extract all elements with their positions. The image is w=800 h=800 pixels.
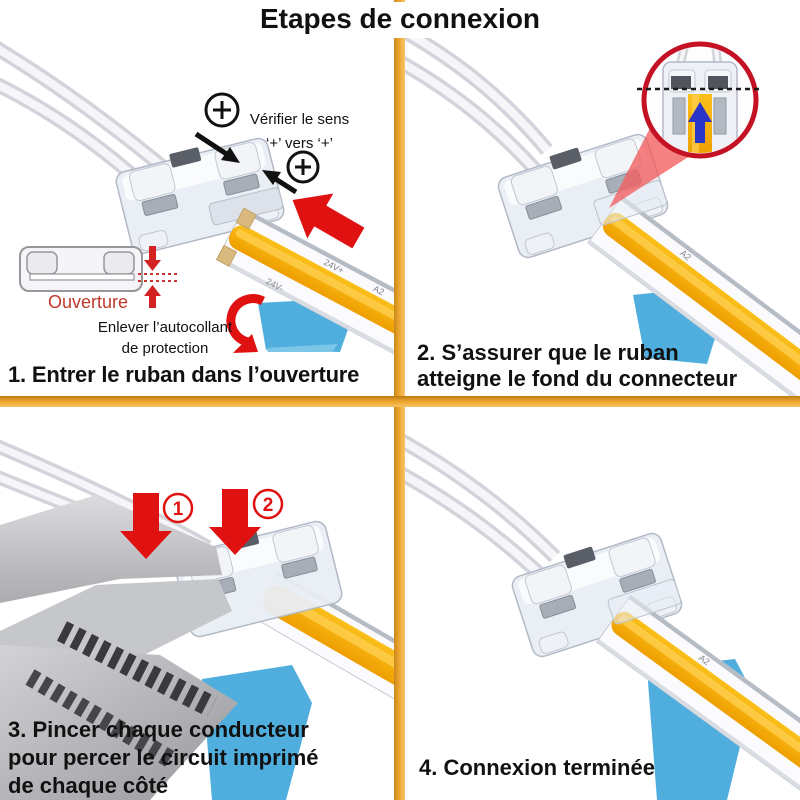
step3-caption-line1: 3. Pincer chaque conducteur (8, 717, 309, 742)
opening-arrow-up-icon (144, 285, 161, 308)
led-strip: 24V+ A2 24V- (215, 207, 394, 392)
step4-photo: A2 (405, 434, 800, 800)
verify-line1: Vérifier le sens (249, 111, 350, 128)
step3-photo: 1 2 (0, 439, 394, 800)
step1-photo: 24V+ A2 24V- (0, 41, 394, 392)
opening-label: Ouverture (48, 292, 129, 312)
opening-cross-section-diagram (19, 246, 178, 308)
peel-note-line1: Enlever l’autocollant (97, 319, 233, 336)
pliers-upper-jaw (0, 495, 222, 603)
press-arrow-2-icon (209, 489, 261, 555)
step4-caption: 4. Connexion terminée (419, 755, 655, 780)
step3-caption-line2: pour percer le circuit imprimé (8, 745, 319, 770)
polarity-arrow-2-icon (262, 170, 298, 195)
polarity-arrow-1-icon (194, 131, 240, 163)
page-title: Etapes de connexion (245, 2, 555, 38)
strip-connector (497, 133, 669, 259)
blue-sticker-edge (266, 344, 338, 352)
step1-panel: 24V+ A2 24V- (0, 0, 394, 396)
peel-note-line2: de protection (121, 340, 209, 357)
pliers-teeth (57, 621, 217, 717)
step-number-1-label: 1 (173, 499, 184, 520)
step3-caption: 3. Pincer chaque conducteur pour percer … (8, 716, 319, 800)
led-strip: A2 (595, 594, 800, 800)
step-number-2-label: 2 (263, 495, 274, 516)
step-number-2-badge: 2 (252, 488, 284, 520)
connector-mouth-cover (607, 579, 682, 625)
opening-arrow-down-icon (144, 246, 161, 271)
horizontal-divider (0, 396, 800, 407)
pliers (0, 495, 238, 800)
led-strip: A2 (587, 195, 800, 396)
peel-arrow-icon (226, 294, 266, 353)
step4-panel: A2 4. Connexion terminée (405, 407, 800, 800)
step2-caption-line2: atteigne le fond du connecteur (417, 366, 738, 391)
step1-caption: 1. Entrer le ruban dans l’ouverture (8, 362, 360, 387)
verify-line2: ‘+’ vers ‘+’ (266, 135, 333, 152)
verify-direction-note: Vérifier le sens ‘+’ vers ‘+’ (227, 108, 372, 156)
press-arrow-1-icon (120, 493, 172, 559)
strip-marking-a2: A2 (371, 283, 385, 297)
power-wire (405, 23, 553, 179)
bottom-reach-arrow-icon (688, 102, 712, 143)
step2-caption-line1: 2. S’assurer que le ruban (417, 340, 679, 365)
step2-photo: A2 (405, 23, 800, 396)
step2-panel: A2 (405, 0, 800, 396)
step-number-1-badge: 1 (162, 492, 194, 524)
power-wire (405, 434, 561, 587)
step3-caption-line3: de chaque côté (8, 773, 169, 798)
step2-caption: 2. S’assurer que le ruban atteigne le fo… (417, 340, 737, 392)
insert-direction-arrow-icon (292, 193, 365, 249)
plus-circle-icon-2 (286, 150, 320, 184)
step3-panel: 1 2 3. Pincer chaque conducteur pour per… (0, 407, 394, 800)
peel-sticker-note: Enlever l’autocollant de protection (80, 317, 250, 359)
plus-circle-icon (204, 92, 240, 128)
